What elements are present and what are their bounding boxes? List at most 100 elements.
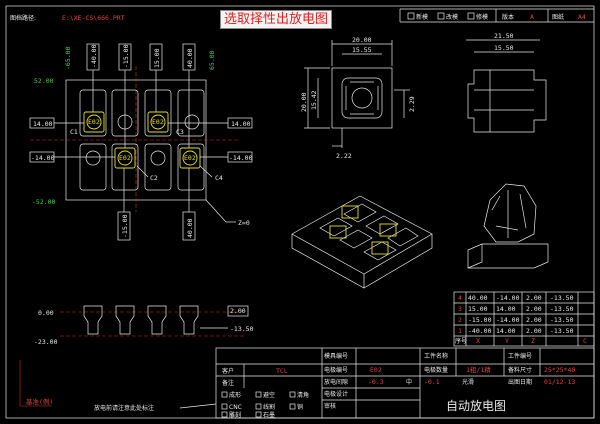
svg-text:成形: 成形 [229,391,241,399]
coordinate-table: 4 40.00 -14.00 2.00 -13.50 3 15.00 14.00… [453,291,595,347]
front-top-dim: 0.00 [38,309,54,317]
svg-text:E02: E02 [184,154,196,162]
checkbox-modify-mold[interactable] [437,12,445,20]
gap-mid: 中 [406,378,412,386]
version-label: 版本 [502,13,514,21]
callout-c1: C1 [70,128,78,136]
electrode-c4[interactable]: E02 [179,147,201,169]
option-forming[interactable] [221,391,228,398]
check-label: 审核 [324,402,336,410]
svg-text:4: 4 [458,294,462,302]
option-graphite[interactable] [255,411,262,418]
svg-text:Y: Y [505,337,509,345]
checkbox-new-mold[interactable] [407,12,415,20]
dim-left-neg14: -14.00 [31,154,55,162]
checkbox-modify-mold-label: 改模 [446,13,458,21]
top-view[interactable]: E02 E02 E02 E02 C1 C2 C3 C4 [29,43,253,241]
select-prompt[interactable]: 选取择性出放电图 [220,10,333,29]
svg-text:CNC: CNC [229,404,242,411]
svg-text:石墨: 石墨 [263,412,275,419]
version-value: A [530,13,534,21]
dim-bottom-neg15: -15.00 [121,214,129,238]
path-label: 图档路径: [10,14,36,22]
detail-height-outer: 20.00 [300,92,308,112]
svg-text:E02: E02 [152,118,164,126]
svg-text:C: C [583,337,587,345]
axis-x-neg65: -65.00 [64,46,72,70]
checkbox-repair-mold[interactable] [467,12,475,20]
option-relief[interactable] [255,391,262,398]
electrode-c1[interactable]: E02 [83,111,105,133]
gap-value: -0.3 [368,378,384,386]
option-wire-cut[interactable] [255,403,262,410]
svg-text:Z: Z [531,337,535,345]
electrode-c3[interactable]: E02 [147,111,169,133]
svg-text:-15.00: -15.00 [468,316,492,324]
customer-value: TCL [276,367,288,375]
qty-label: 电极数量 [424,366,448,374]
front-right-top: 2.00 [230,307,246,315]
svg-text:-14.00: -14.00 [496,294,520,302]
front-bottom-dim: -23.00 [34,338,58,346]
electrode-no-label: 电极编号 [324,366,348,374]
size-value: A4 [578,13,586,21]
material-label: 备料尺寸 [508,366,532,374]
detail-height-inner: 15.42 [310,90,318,110]
dim-x-neg40: -40.00 [90,44,98,68]
option-copper[interactable] [289,403,296,410]
path-value: E:\XE-CS\666.PRT [62,14,125,22]
svg-text:避空: 避空 [263,391,275,399]
svg-text:-40.00: -40.00 [468,327,492,335]
option-cnc[interactable] [221,403,228,410]
svg-text:X: X [476,337,480,345]
electrode-no-value: E02 [370,366,382,374]
dim-right-neg14: -14.00 [229,154,253,162]
gap-label: 放电间隙 [324,378,348,386]
dim-bottom-pos40: 40.00 [186,218,194,238]
axis-y-neg52: -52.00 [32,198,56,206]
option-clear-corner[interactable] [289,391,296,398]
svg-text:15.00: 15.00 [468,305,488,313]
design-label: 电极设计 [324,390,348,398]
header-options: 新模 改模 修模 版本 A 图纸 A4 [399,8,594,23]
option-engrave[interactable] [221,411,228,418]
side-width-outer: 21.50 [494,32,514,40]
svg-text:14.00: 14.00 [496,305,516,313]
checkbox-repair-mold-label: 修模 [476,13,488,21]
detail-width-inner: 15.55 [352,46,372,54]
process-options: 成形 避空 清角 CNC 线割 铜 雕刻 石墨 [221,391,309,419]
svg-text:2.00: 2.00 [526,327,542,335]
side-width-inner: 15.50 [494,44,514,52]
remark-label: 备注 [222,379,234,387]
dim-right-14: 14.00 [231,120,251,128]
dim-x-pos15: 15.00 [153,48,161,68]
front-view[interactable]: 0.00 -23.00 2.00 -13.50 [34,305,254,346]
svg-text:2.00: 2.00 [526,316,542,324]
title-block: 客户 TCL 备注 模具编号 电极编号 E02 放电间隙 -0.3 中 电极设计… [215,347,595,419]
dim-left-14: 14.00 [33,120,53,128]
date-value: 01/12-13 [544,378,575,386]
svg-text:2.00: 2.00 [526,294,542,302]
isometric-view[interactable] [291,195,433,289]
svg-text:雕刻: 雕刻 [229,411,241,419]
finish-label: 光滑 [462,378,474,386]
customer-label: 客户 [222,367,234,375]
date-label: 出图日期 [508,378,532,386]
front-right-mid: -13.50 [230,325,254,333]
svg-text:-13.50: -13.50 [550,327,574,335]
svg-text:14.00: 14.00 [496,327,516,335]
material-value: 25*25*40 [544,366,575,374]
svg-text:基准(例): 基准(例) [26,397,53,406]
svg-text:-13.50: -13.50 [550,316,574,324]
callout-c3: C3 [176,128,184,136]
dim-x-neg15: -15.00 [122,44,130,68]
electrode-side-view[interactable]: 21.50 15.50 [466,32,547,133]
electrode-c2[interactable]: E02 [114,147,136,169]
svg-text:2: 2 [458,316,462,324]
electrode-detail-view[interactable]: 20.00 15.55 20.00 15.42 2.29 2.22 [300,36,416,160]
svg-text:-13.50: -13.50 [550,305,574,313]
svg-text:40.00: 40.00 [468,294,488,302]
checkbox-new-mold-label: 新模 [416,13,428,21]
electrode-3d-view[interactable] [467,183,549,269]
